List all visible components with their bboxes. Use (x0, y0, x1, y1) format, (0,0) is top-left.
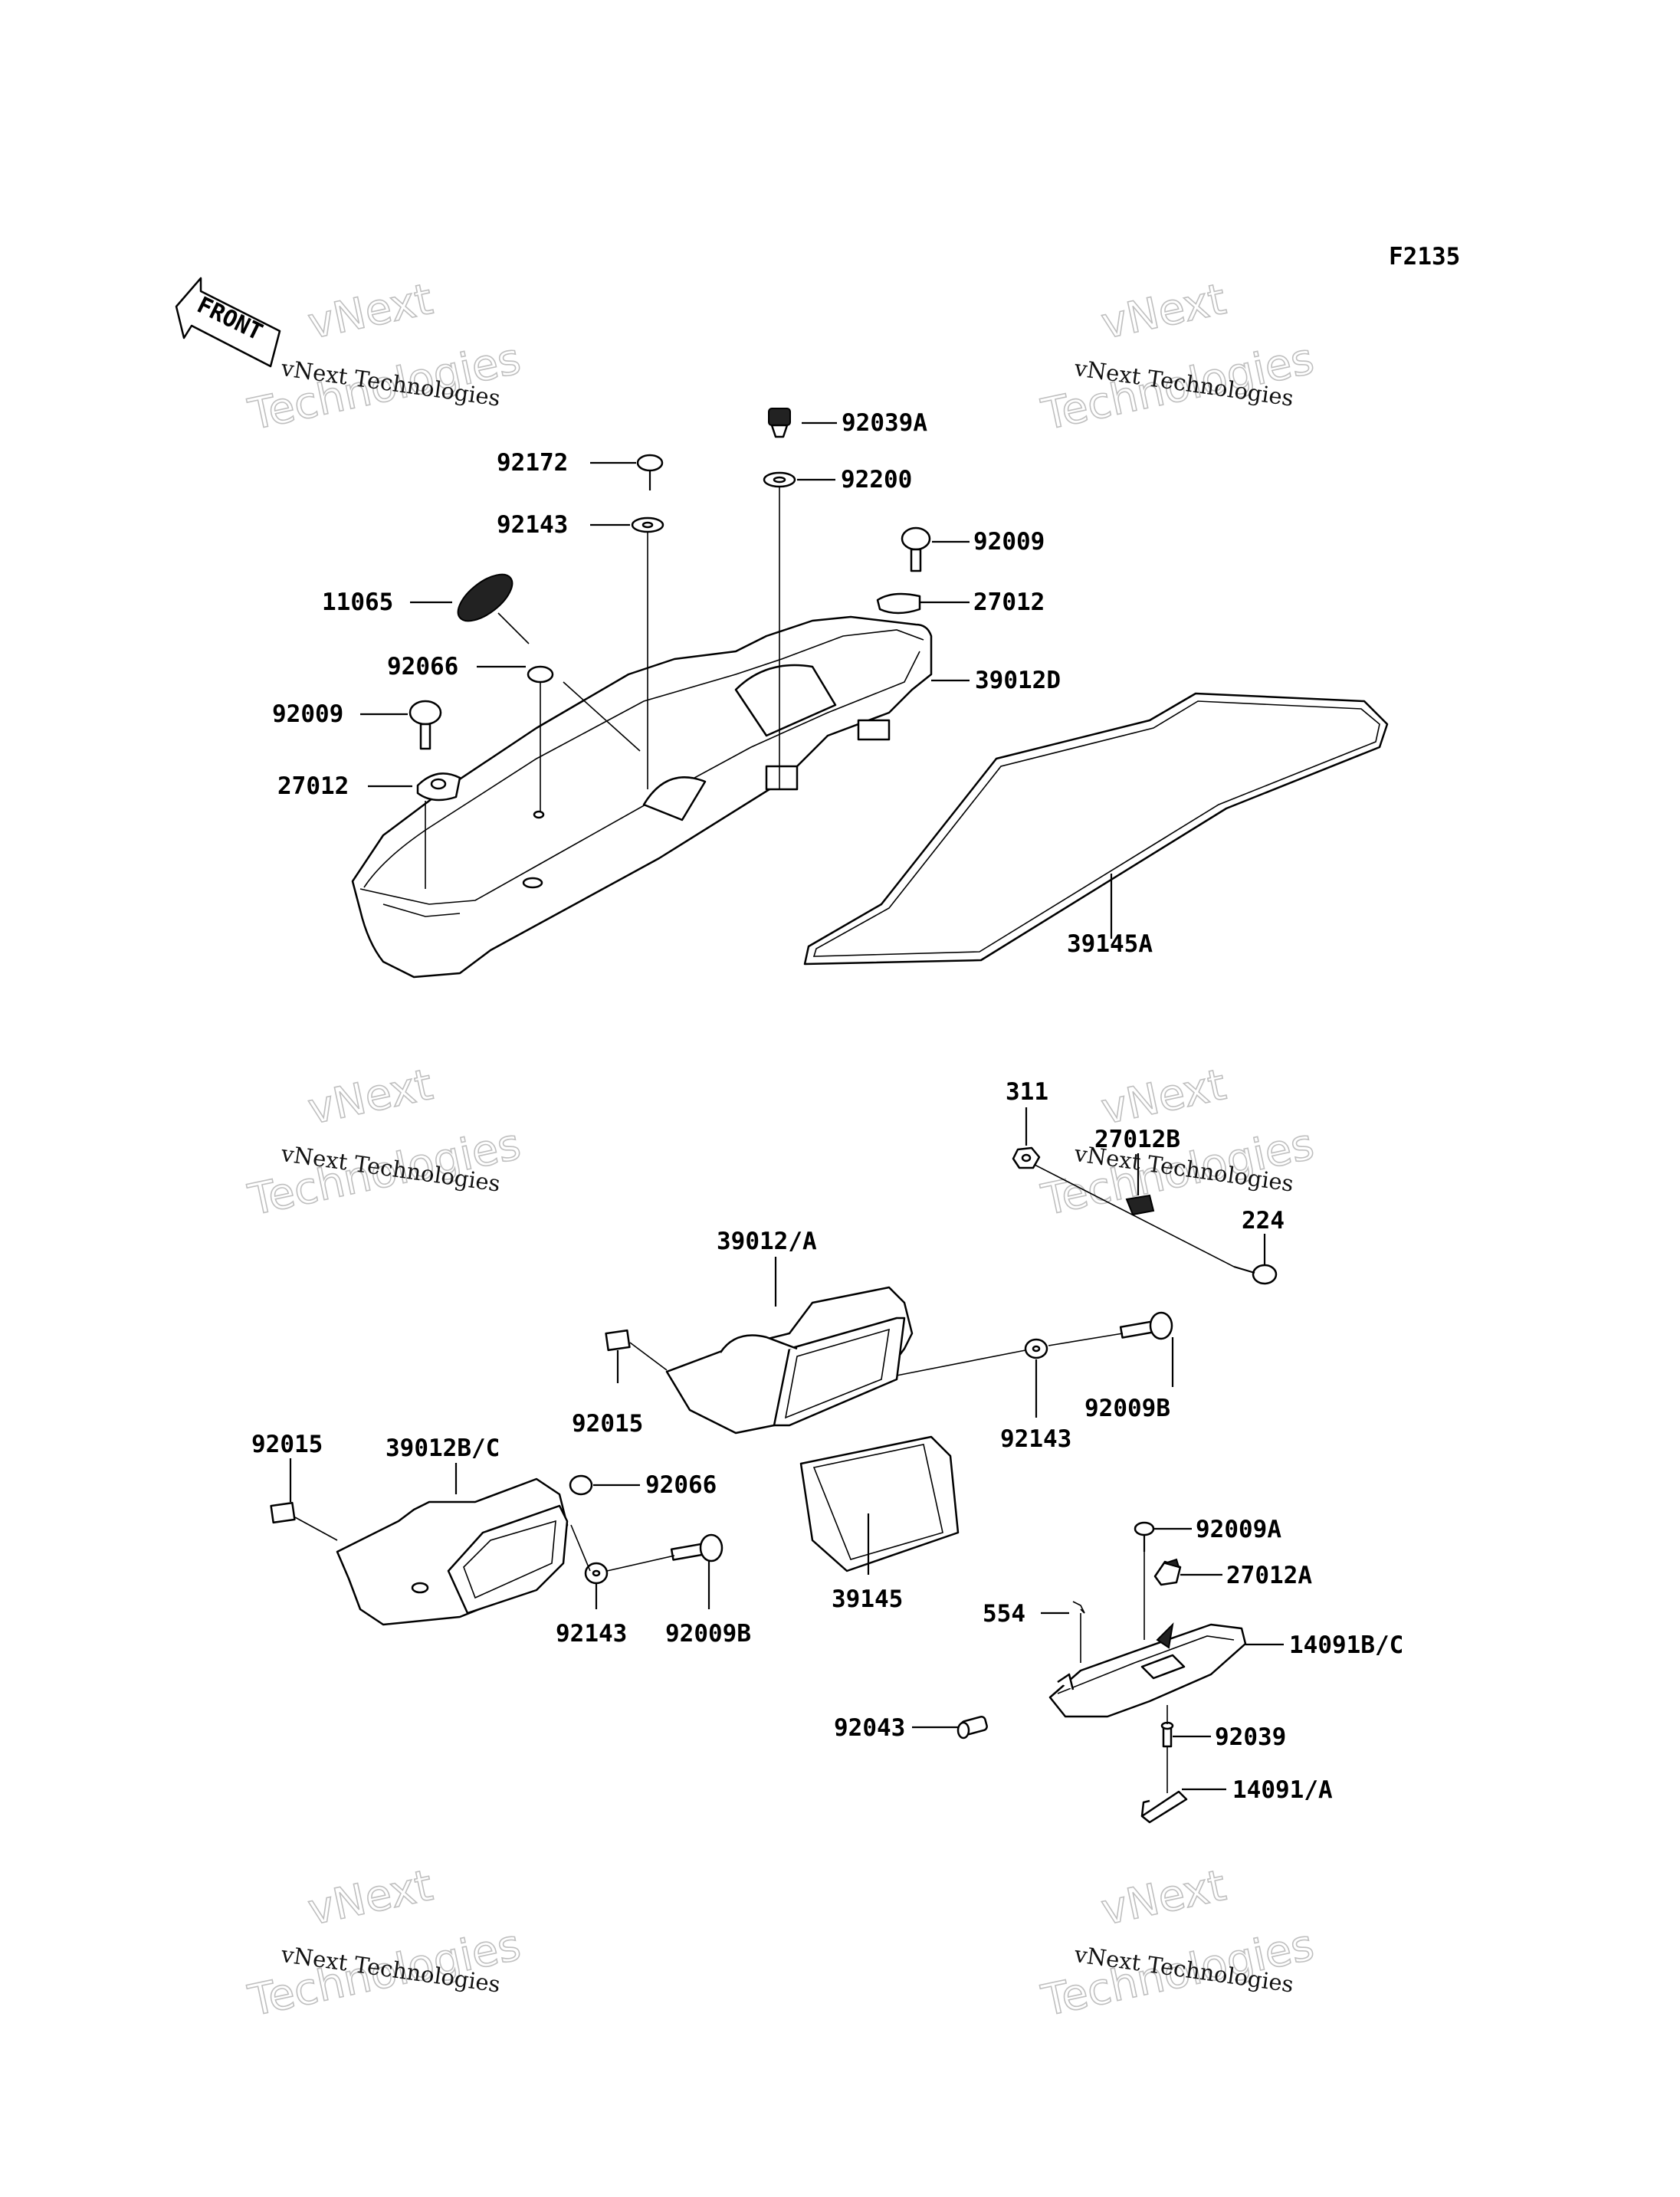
label-14091bc: 14091B/C (1289, 1631, 1403, 1659)
svg-text:vNext: vNext (304, 1060, 437, 1135)
label-14091a: 14091/A (1232, 1776, 1333, 1804)
duct-39012a (665, 1286, 914, 1435)
watermark-1: vNext Technologies vNext Technologies (244, 274, 526, 441)
watermark-5: vNext Technologies vNext Technologies (244, 1860, 526, 2027)
bolt-224 (1233, 1264, 1278, 1285)
label-39012d: 39012D (975, 667, 1061, 694)
label-39012a: 39012/A (717, 1228, 817, 1255)
label-39145: 39145 (832, 1585, 903, 1613)
svg-text:vNext: vNext (1097, 274, 1230, 349)
bolt-92009-top-left (409, 700, 442, 750)
screw-92009a (1134, 1521, 1155, 1552)
label-311: 311 (1006, 1078, 1048, 1106)
svg-text:vNext: vNext (1097, 1861, 1230, 1936)
screw-92172 (636, 454, 664, 490)
cap-11065 (457, 573, 514, 622)
label-92015-mid: 92015 (572, 1410, 643, 1438)
watermark-2: vNext Technologies vNext Technologies (1037, 274, 1319, 441)
label-92039: 92039 (1215, 1723, 1286, 1751)
label-92009-top-left: 92009 (272, 700, 343, 728)
label-92066-mid: 92066 (645, 1471, 717, 1499)
label-554: 554 (983, 1600, 1025, 1628)
watermark-6: vNext Technologies vNext Technologies (1037, 1860, 1319, 2027)
svg-text:vNext: vNext (304, 274, 437, 349)
lid-14091bc (1048, 1622, 1247, 1718)
label-39145a: 39145A (1067, 930, 1153, 958)
grommet-27012b (1125, 1194, 1155, 1216)
bolt-92039a (768, 408, 791, 438)
label-92143-top: 92143 (497, 511, 568, 539)
label-92009a: 92009A (1196, 1516, 1281, 1543)
label-27012b: 27012B (1094, 1126, 1180, 1153)
storage-tray-39012d (351, 615, 933, 979)
label-92009b-low: 92009B (665, 1620, 751, 1648)
washer-92143-top (631, 516, 664, 533)
filter-39145 (799, 1435, 960, 1572)
label-92066-top: 92066 (387, 653, 458, 680)
nut-92015-left (270, 1501, 296, 1524)
label-27012a: 27012A (1226, 1562, 1312, 1589)
clip-27012a (1153, 1558, 1182, 1586)
front-arrow-icon: FRONT (175, 277, 281, 368)
washer-92143-mid (1024, 1338, 1048, 1359)
label-92009b-mid: 92009B (1084, 1395, 1170, 1422)
hinge-14091a (1140, 1790, 1188, 1824)
label-224: 224 (1242, 1207, 1285, 1235)
label-11065: 11065 (322, 589, 393, 616)
clip-27012-top-right (876, 592, 921, 615)
washer-92143-low (584, 1562, 609, 1585)
label-92039a: 92039A (842, 409, 927, 437)
label-92172: 92172 (497, 449, 568, 477)
label-27012-top-left: 27012 (277, 772, 349, 800)
label-27012-top-right: 27012 (973, 589, 1045, 616)
bolt-92009b-low (670, 1533, 724, 1562)
label-92015-left: 92015 (251, 1431, 323, 1458)
svg-text:vNext: vNext (1097, 1060, 1230, 1135)
svg-text:vNext: vNext (304, 1861, 437, 1936)
washer-92200 (763, 471, 796, 488)
nut-92015-mid (605, 1329, 631, 1352)
figure-code: F2135 (1389, 243, 1460, 271)
label-92043: 92043 (834, 1714, 905, 1742)
gasket-39145a (803, 692, 1389, 966)
label-92143-mid: 92143 (1000, 1425, 1071, 1453)
label-92143-low: 92143 (556, 1620, 627, 1648)
clip-27012-top-left (416, 772, 461, 802)
bolt-92009b-mid (1119, 1311, 1173, 1340)
cap-92066-top (527, 665, 554, 684)
label-39012bc: 39012B/C (386, 1435, 500, 1462)
label-92009-top-right: 92009 (973, 528, 1045, 556)
cap-92066-mid (569, 1474, 593, 1496)
watermark-3: vNext Technologies vNext Technologies (244, 1059, 526, 1226)
label-92200: 92200 (841, 466, 912, 494)
pin-554 (1072, 1601, 1085, 1614)
pin-92043 (956, 1716, 988, 1740)
pin-92039 (1160, 1721, 1174, 1748)
duct-39012bc (336, 1477, 569, 1626)
nut-311 (1012, 1146, 1041, 1169)
bolt-92009-top-right (901, 526, 931, 572)
